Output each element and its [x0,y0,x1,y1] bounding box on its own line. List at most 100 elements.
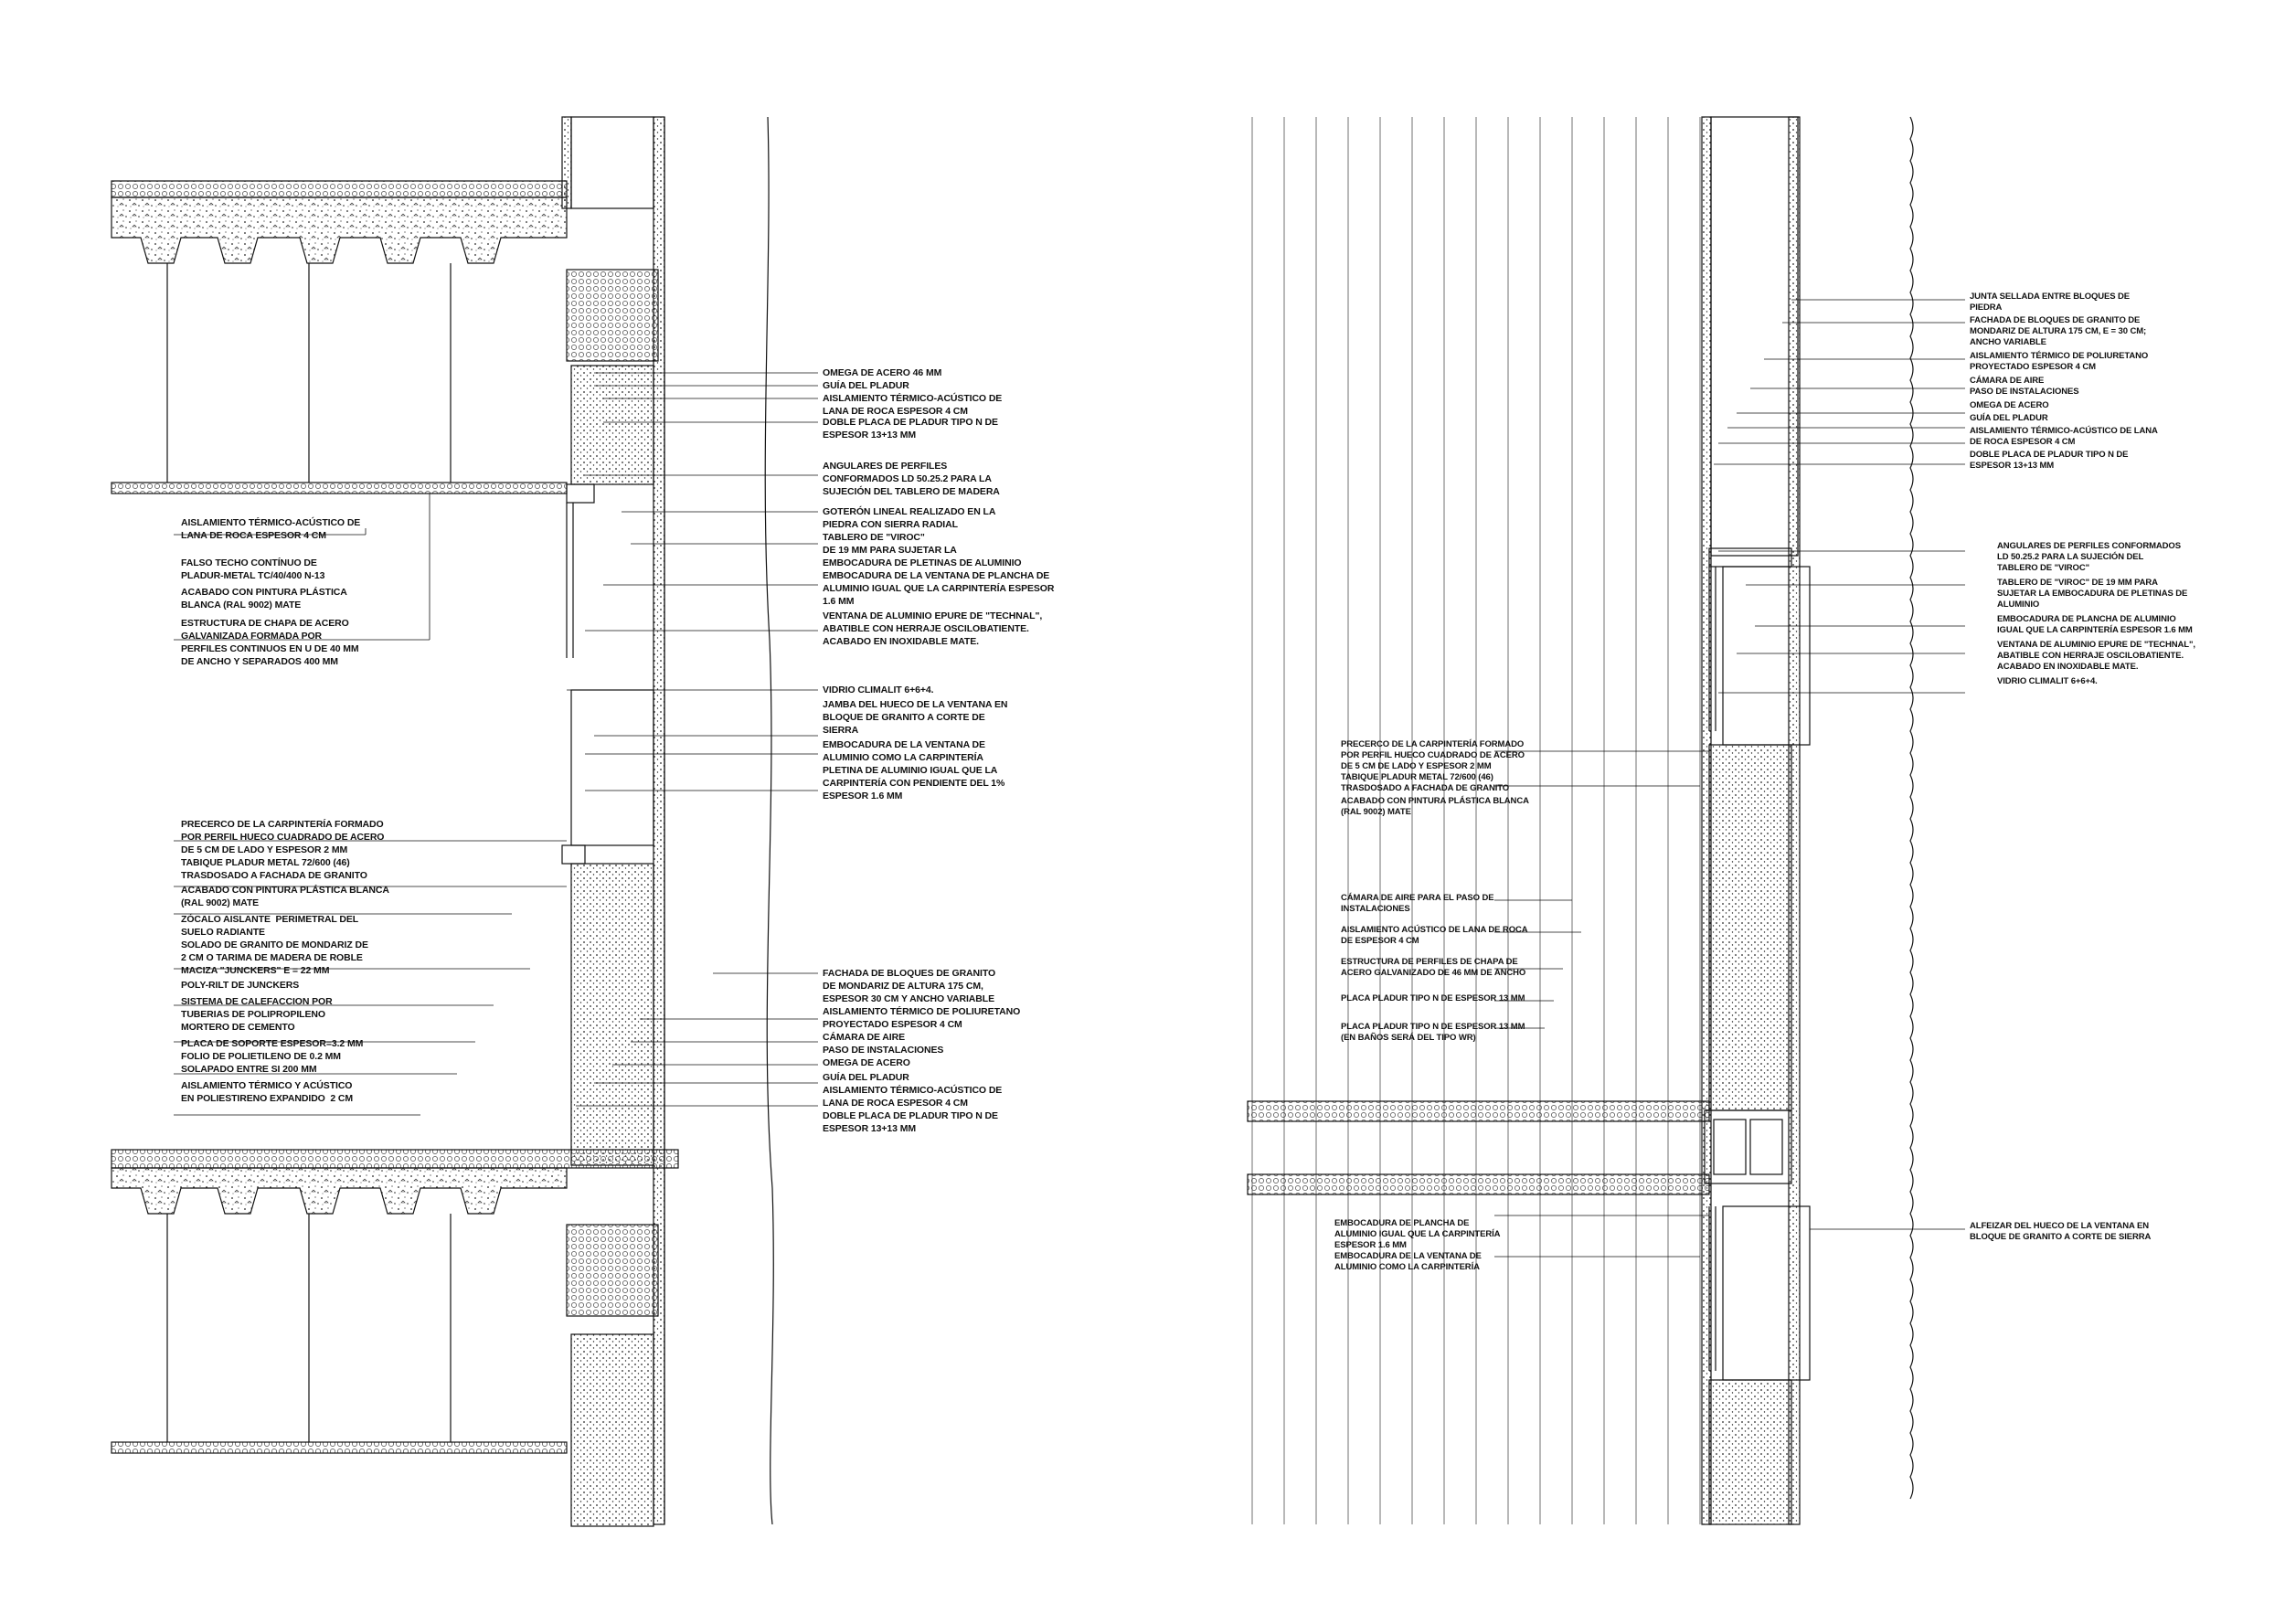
left-label-omega-acero-2: OMEGA DE ACERO [823,1057,910,1068]
right-lower-insulation [1708,744,1792,1111]
left-label-pletina-1: PLETINA DE ALUMINIO IGUAL QUE LA [823,765,998,776]
left-label-embocadura-3: 1.6 mm [823,596,855,607]
left-label-ventana-1: VENTANA DE ALUMINIO EPURE DE "TECHNAL", [823,610,1043,621]
left-detail-leaders [174,372,818,1116]
right-side-label-embocadura-1: EMBOCADURA DE PLANCHA DE [1334,1218,1470,1228]
left-label-doble-placa-b-1: DOBLE PLACA DE PLADUR TIPO N DE [823,1110,998,1121]
right-side-label-precerco-3: DE 5 cm DE LADO Y ESPESOR 2 mm [1341,761,1492,771]
right-label-ventana-2: ABATIBLE CON HERRAJE OSCILOBATIENTE. [1997,651,2184,661]
right-label-poliuretano-2: PROYECTADO ESPESOR 4 cm [1970,362,2096,372]
left-label-fachada-2: DE MONDARIZ DE ALTURA 175 cm, [823,981,983,992]
left-side-label-solado-2: 2 cm O TARIMA DE MADERA DE ROBLE [181,952,363,963]
left-label-embocadura-b-1: EMBOCADURA DE LA VENTANA DE [823,739,985,750]
left-label-aislamiento-1: AISLAMIENTO TÉRMICO-ACÚSTICO DE [823,393,1003,404]
left-label-angulares-1: ANGULARES DE PERFILES [823,461,948,472]
left-side-label-aislamiento-1: AISLAMIENTO TÉRMICO-ACÚSTICO DE [181,517,361,528]
left-label-guia-pladur: GUÍA DEL PLADUR [823,380,909,391]
lower-wall-insulation-2 [570,1333,654,1527]
left-label-viroc-3: EMBOCADURA DE PLETINAS DE ALUMINIO [823,557,1022,568]
lower-steel-beam [566,1224,659,1317]
right-label-viroc-1: TABLERO DE "VIROC" DE 19 mm PARA [1997,578,2158,588]
right-side-label-embocadura-3: ESPESOR 1.6 mm [1334,1240,1407,1250]
left-label-poliuretano-2: PROYECTADO ESPESOR 4 cm [823,1019,962,1030]
left-side-label-zocalo-1: ZÓCALO AISLANTE PERIMETRAL DEL [181,914,359,925]
left-side-label-calefaccion-2: TUBERIAS DE POLIPROPILENO [181,1009,325,1020]
left-label-jamba-1: JAMBA DEL HUECO DE LA VENTANA EN [823,699,1008,710]
right-side-label-tabique-4: (RAL 9002) MATE [1341,807,1411,817]
right-bottom-insulation [1708,1379,1792,1525]
left-side-label-mortero: MORTERO DE CEMENTO [181,1022,295,1033]
right-label-vidrio: VIDRIO CLIMALIT 6+6+4. [1997,676,2098,686]
right-ceiling-layer [1247,1173,1710,1195]
left-label-paso-instalaciones: PASO DE INSTALACIONES [823,1045,944,1056]
left-label-pletina-3: ESPESOR 1.6 mm [823,791,903,801]
right-label-camara-aire: CÁMARA DE AIRE [1970,376,2045,386]
right-side-label-aislamiento-1: AISLAMIENTO ACÚSTICO DE LANA DE ROCA [1341,925,1528,935]
right-side-label-embocadura-5: ALUMINIO COMO LA CARPINTERÍA [1334,1262,1480,1272]
right-side-label-tabique-2: TRASDOSADO A FACHADA DE GRANITO [1341,783,1510,793]
right-side-label-precerco-1: PRECERCO DE LA CARPINTERÍA FORMADO [1341,739,1525,749]
right-side-label-placa-3: (EN BAÑOS SERÁ DEL TIPO WR) [1341,1033,1476,1043]
right-side-label-placa-1: PLACA PLADUR TIPO N DE ESPESOR 13 mm [1341,993,1525,1003]
upper-floor-insulation [111,180,568,198]
right-label-ventana-1: VENTANA DE ALUMINIO EPURE DE "TECHNAL", [1997,640,2195,650]
right-beam-cell [1713,1119,1747,1175]
left-side-label-estructura-4: DE ANCHO y SEPARADOS 400 mm [181,656,338,667]
right-side-label-tabique-3: ACABADO CON PINTURA PLÁSTICA BLANCA [1341,796,1529,806]
right-side-label-camara-1: CÁMARA DE AIRE PARA EL PASO DE [1341,893,1494,903]
left-side-label-poly-rilt: POLY-RILT DE JUNCKERS [181,980,300,991]
left-label-doble-placa-2: ESPESOR 13+13 mm [823,430,916,440]
right-side-label-estructura-1: ESTRUCTURA DE PERFILES DE CHAPA DE [1341,957,1518,967]
right-label-junta-1: JUNTA SELLADA ENTRE BLOQUES DE [1970,292,2131,302]
lower-concrete-slab [111,1167,568,1215]
left-side-label-aislamiento-2: LANA DE ROCA ESPESOR 4 cm [181,530,326,541]
right-detail-drawing [1247,116,1914,1525]
left-side-label-zocalo-2: SUELO RADIANTE [181,927,265,938]
left-label-vidrio: VIDRIO CLIMALIT 6+6+4. [823,685,934,695]
right-floor-layer [1247,1100,1710,1122]
left-label-ventana-2: ABATIBLE CON HERRAJE OSCILOBATIENTE. [823,623,1029,634]
left-side-label-falso-techo-4: BLANCA (RAL 9002) MATE [181,600,302,610]
right-label-poliuretano-1: AISLAMIENTO TÉRMICO DE POLIURETANO [1970,351,2149,361]
right-label-doble-placa-1: DOBLE PLACA DE PLADUR TIPO N DE [1970,450,2129,460]
left-side-label-falso-techo-1: FALSO TECHO CONTÍNUO DE [181,557,317,568]
left-label-jamba-3: SIERRA [823,725,859,736]
left-side-label-precerco-3: DE 5 cm DE LADO Y ESPESOR 2 mm [181,844,348,855]
right-label-paso-instalaciones: PASO DE INSTALACIONES [1970,387,2079,397]
left-side-label-placa-soporte: PLACA DE SOPORTE ESPESOR=3.2 mm [181,1038,364,1049]
right-granite-break-line [1909,116,1914,1500]
left-side-label-folio-2: SOLAPADO ENTRE SI 200 mm [181,1064,317,1075]
left-label-doble-placa-b-2: ESPESOR 13+13 mm [823,1123,916,1134]
left-side-label-tabique-2: TRASDOSADO A FACHADA DE GRANITO [181,870,367,881]
right-label-ventana-3: ACABADO EN INOXIDABLE MATE. [1997,662,2139,672]
left-side-label-solado-3: MACIZA "JUNCKERS" e = 22 mm [181,965,330,976]
right-label-angulares-2: LD 50.25.2 PARA LA SUJECIÓN DEL [1997,552,2144,562]
left-label-omega-acero: OMEGA DE ACERO 46 mm [823,367,942,378]
upper-false-ceiling [111,482,568,494]
right-label-alfeizar-1: ALFEIZAR DEL HUECO DE LA VENTANA EN [1970,1221,2150,1231]
left-label-embocadura-b-2: ALUMINIO COMO LA CARPINTERÍA [823,752,983,763]
right-side-label-camara-2: INSTALACIONES [1341,904,1410,914]
right-label-guia-pladur: GUÍA DEL PLADUR [1970,413,2048,423]
right-side-label-aislamiento-2: DE ESPESOR 4 cm [1341,936,1419,946]
left-label-guia-pladur-2: GUÍA DEL PLADUR [823,1072,909,1083]
left-side-label-precerco-2: POR PERFIL HUECO CUADRADO DE ACERO [181,832,385,843]
left-label-aislamiento-b-2: LANA DE ROCA ESPESOR 4 cm [823,1098,968,1109]
left-label-embocadura-1: EMBOCADURA DE LA VENTANA DE PLANCHA DE [823,570,1050,581]
left-label-pletina-2: CARPINTERÍA CON PENDIENTE DEL 1% [823,778,1005,789]
left-label-ventana-3: ACABADO EN INOXIDABLE MATE. [823,636,979,647]
wall-plasterboard [561,116,572,209]
left-side-label-falso-techo-3: ACABADO CON PINTURA PLÁSTICA [181,587,347,598]
right-label-angulares-1: ANGULARES DE PERFILES CONFORMADOS [1997,541,2181,551]
right-side-label-embocadura-4: EMBOCADURA DE LA VENTANA DE [1334,1251,1482,1261]
right-label-viroc-2: SUJETAR LA EMBOCADURA DE PLETINAS DE [1997,589,2188,599]
left-label-embocadura-2: ALUMINIO IGUAL QUE LA CARPINTERÍA ESPESO… [823,583,1055,594]
lower-false-ceiling [111,1441,568,1454]
left-label-jamba-2: BLOQUE DE GRANITO A CORTE DE [823,712,985,723]
left-label-viroc-1: TABLERO DE "VIROC" [823,532,925,543]
right-label-viroc-3: ALUMINIO [1997,600,2040,610]
right-air-cavity [1710,116,1799,557]
left-label-poliuretano-1: AISLAMIENTO TÉRMICO DE POLIURETANO [823,1006,1021,1017]
right-label-doble-placa-2: ESPESOR 13+13 mm [1970,461,2055,471]
